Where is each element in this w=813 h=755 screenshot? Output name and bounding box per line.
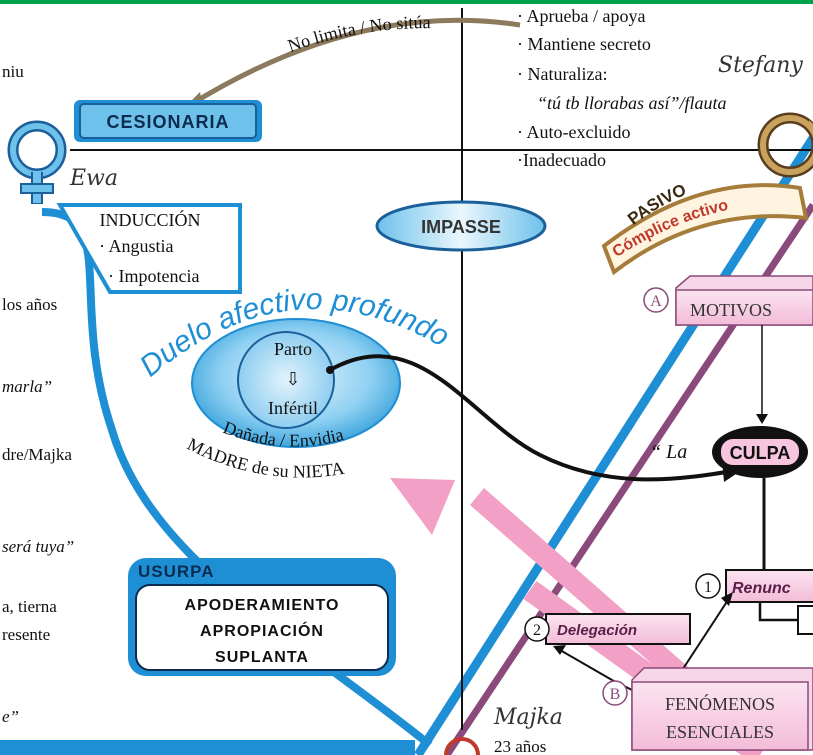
name-stefany: Stefany xyxy=(718,53,803,78)
left-fragment-2: los años xyxy=(2,295,57,314)
usurpa-line-3: SUPLANTA xyxy=(215,649,309,666)
motivos-box: A MOTIVOS xyxy=(643,275,813,326)
delegacion-label: Delegación xyxy=(557,622,637,639)
cesionaria-label: CESIONARIA xyxy=(106,112,229,132)
left-fragment-4: dre/Majka xyxy=(2,445,72,464)
left-fragment-3: marla” xyxy=(2,377,52,396)
female-symbol-icon xyxy=(7,120,67,204)
fenomenos-box: B FENÓMENOS ESENCIALES xyxy=(602,667,813,751)
actions-list: · Aprueba / apoya · Mantiene secreto · N… xyxy=(517,6,727,170)
majka-age: 23 años xyxy=(494,737,546,755)
induccion-title: INDUCCIÓN xyxy=(100,209,201,230)
duelo-inner-2: Infértil xyxy=(268,398,318,418)
fenomenos-line-1: FENÓMENOS xyxy=(665,693,775,714)
culpa-label: CULPA xyxy=(730,443,791,463)
renuncia-box: 1 Renunc xyxy=(695,569,813,603)
name-ewa: Ewa xyxy=(69,166,118,191)
left-fragment-7: resente xyxy=(2,625,50,644)
top-border xyxy=(0,0,813,4)
impasse-oval: IMPASSE xyxy=(375,200,547,252)
renuncia-connector xyxy=(758,602,800,622)
duelo-inner-1: Parto xyxy=(274,339,312,359)
induccion-item-2: · Impotencia xyxy=(108,266,199,286)
left-fragment-1: niu xyxy=(2,62,24,81)
duelo-arrow-icon: ⇩ xyxy=(285,369,300,389)
impasse-label: IMPASSE xyxy=(421,217,501,237)
action-item-4: · Auto-excluido xyxy=(517,122,630,142)
left-fragment-8: e” xyxy=(2,707,19,726)
motivos-arrow xyxy=(756,414,768,424)
name-majka: Majka xyxy=(493,705,563,730)
action-item-2: · Mantiene secreto xyxy=(517,34,651,54)
connector-dot xyxy=(326,366,334,374)
majka-symbol-icon xyxy=(444,737,480,755)
action-item-5: ·Inadecuado xyxy=(517,150,606,170)
usurpa-line-2: APROPIACIÓN xyxy=(200,621,324,640)
motivos-marker: A xyxy=(650,293,662,310)
bottom-bar xyxy=(0,740,415,755)
fenomenos-line-2: ESENCIALES xyxy=(666,722,774,742)
usurpa-line-1: APODERAMIENTO xyxy=(185,597,340,614)
fenomenos-marker: B xyxy=(610,686,621,703)
left-fragment-6: a, tierna xyxy=(2,597,57,616)
action-item-3-quote: “tú tb llorabas así”/flauta xyxy=(537,93,727,113)
fenomenos-arrowhead-2 xyxy=(553,645,566,655)
culpa-prefix: “ La xyxy=(650,441,687,463)
top-arc-connector xyxy=(188,17,521,108)
action-item-3: · Naturaliza: xyxy=(517,64,607,84)
action-item-1: · Aprueba / apoya xyxy=(517,6,645,26)
fenomenos-arrow-delegacion xyxy=(559,649,613,681)
connector-oval-culpa xyxy=(329,354,739,482)
delegacion-box: 2 Delegación xyxy=(524,613,691,645)
usurpa-title: USURPA xyxy=(138,562,215,581)
fenomenos-arrowhead-1 xyxy=(721,592,733,606)
motivos-label: MOTIVOS xyxy=(690,300,772,320)
induccion-item-1: · Angustia xyxy=(99,236,174,256)
duelo-oval: Parto ⇩ Infértil xyxy=(191,318,401,448)
renuncia-sub-box xyxy=(797,605,813,635)
top-arc-label: No limita / No sitúa xyxy=(285,12,431,56)
cesionaria-box: CESIONARIA xyxy=(74,100,262,142)
usurpa-box: USURPA APODERAMIENTO APROPIACIÓN SUPLANT… xyxy=(128,558,396,676)
culpa-badge: “ La CULPA xyxy=(650,426,808,478)
delegacion-marker: 2 xyxy=(533,622,541,639)
renuncia-label: Renunc xyxy=(732,580,791,597)
induccion-box: INDUCCIÓN · Angustia · Impotencia xyxy=(56,203,242,294)
renuncia-marker: 1 xyxy=(704,579,712,596)
left-fragment-5: será tuya” xyxy=(2,537,74,556)
